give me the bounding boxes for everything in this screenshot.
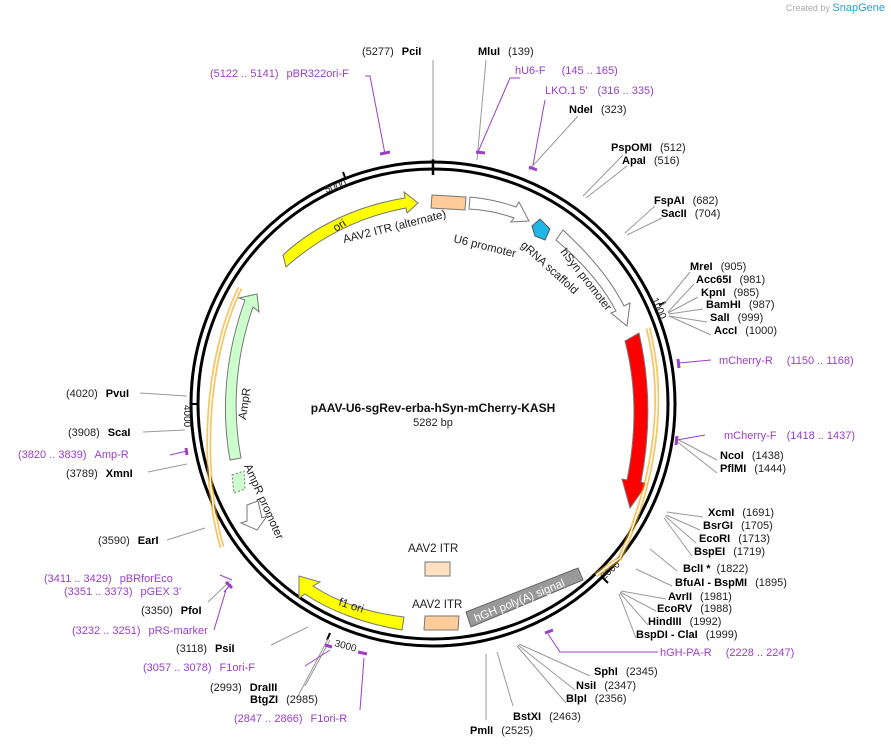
feature-u6-promoter[interactable] bbox=[468, 196, 530, 223]
feature-u6-promoter-label: U6 promoter bbox=[452, 233, 517, 260]
mcherry-kash-arc bbox=[594, 327, 660, 578]
feature-mcherry-label: mCherry bbox=[619, 384, 631, 428]
site-bspei[interactable]: BspEI(1719) bbox=[694, 546, 765, 558]
site-nsii[interactable]: NsiI(2347) bbox=[576, 680, 636, 692]
site-scai[interactable]: (3908)ScaI bbox=[68, 427, 130, 439]
mcherry-kash-arc-inner bbox=[595, 327, 658, 576]
ampr-outline-arc-inner bbox=[208, 287, 241, 548]
site-bspdi-clai[interactable]: BspDI - ClaI(1999) bbox=[636, 629, 738, 641]
site-xcmi[interactable]: XcmI(1691) bbox=[708, 507, 774, 519]
site-draiii[interactable]: (2993)DraIII bbox=[210, 682, 277, 694]
site-btgzi[interactable]: BtgZI(2985) bbox=[250, 694, 318, 706]
tick-label-5000: 5000 bbox=[324, 178, 349, 195]
feature-ampr-promoter[interactable] bbox=[239, 500, 269, 531]
primer-hgh-pa-r[interactable]: hGH-PA-R(2228 .. 2247) bbox=[660, 647, 794, 659]
site-acc65i[interactable]: Acc65I(981) bbox=[696, 274, 765, 286]
feature-f1-ori[interactable] bbox=[298, 575, 405, 631]
site-leaders bbox=[139, 59, 718, 720]
primer-pbrforeco[interactable]: (3411 .. 3429)pBRforEco bbox=[44, 573, 173, 585]
site-bfuai-bspmi[interactable]: BfuAI - BspMI(1895) bbox=[675, 577, 787, 589]
feature-aav2-itr-alternate[interactable] bbox=[430, 194, 467, 211]
primer-amp-r[interactable]: (3820 .. 3839)Amp-R bbox=[18, 449, 129, 461]
site-avrii[interactable]: AvrII(1981) bbox=[668, 591, 732, 603]
site-pflmi[interactable]: PflMI(1444) bbox=[720, 463, 786, 475]
primer-f1ori-r[interactable]: (2847 .. 2866)F1ori-R bbox=[234, 713, 347, 725]
feature-ori-label: ori bbox=[331, 218, 348, 235]
site-pvui[interactable]: (4020)PvuI bbox=[66, 388, 129, 400]
plasmid-length: 5282 bp bbox=[413, 417, 453, 429]
feature-hgh-polya-label: hGH poly(A) signal bbox=[473, 577, 567, 624]
site-pmli[interactable]: PmlI(2525) bbox=[470, 725, 533, 737]
snapgene-credit: Created by SnapGene bbox=[786, 2, 885, 14]
site-sphi[interactable]: SphI(2345) bbox=[594, 666, 658, 678]
feature-ampr[interactable] bbox=[224, 293, 260, 461]
primer-pbr322ori-f[interactable]: (5122 .. 5141)pBR322ori-F bbox=[210, 68, 349, 80]
site-sacii[interactable]: SacII(704) bbox=[661, 208, 720, 220]
primer-mcherry-r[interactable]: mCherry-R(1150 .. 1168) bbox=[719, 355, 854, 367]
primer-prs-marker[interactable]: (3232 .. 3251)pRS-marker bbox=[72, 625, 208, 637]
feature-grna-scaffold[interactable] bbox=[531, 218, 551, 241]
tick-3000 bbox=[326, 632, 331, 641]
site-pcii[interactable]: (5277)PciI bbox=[362, 46, 421, 58]
feature-aav2-itr-3[interactable] bbox=[423, 615, 460, 631]
site-ndei[interactable]: NdeI(323) bbox=[569, 104, 627, 116]
primer-labels: (5122 .. 5141)pBR322ori-F hU6-F(145 .. 1… bbox=[18, 65, 855, 725]
site-eari[interactable]: (3590)EarI bbox=[98, 535, 159, 547]
primer-leaders bbox=[169, 75, 712, 711]
site-labels: (5277)PciI MluI(139) NdeI(323) PspOMI(51… bbox=[66, 46, 787, 737]
plasmid-title: pAAV-U6-sgRev-erba-hSyn-mCherry-KASH bbox=[311, 401, 556, 415]
site-psii[interactable]: (3118)PsiI bbox=[176, 643, 235, 655]
tick-label-4000: 4000 bbox=[181, 405, 192, 428]
site-blpi[interactable]: BlpI(2356) bbox=[566, 693, 627, 705]
feature-ori[interactable] bbox=[282, 190, 419, 268]
credit-prefix: Created by bbox=[785, 3, 830, 13]
site-ncoi[interactable]: NcoI(1438) bbox=[720, 450, 784, 462]
primer-lko1-5[interactable]: LKO.1 5'(316 .. 335) bbox=[545, 85, 654, 97]
feature-hsyn-promoter[interactable] bbox=[555, 229, 631, 327]
snapgene-logo: SnapGene bbox=[832, 2, 885, 14]
feature-aav2-itr-inner[interactable] bbox=[424, 561, 451, 577]
site-pspomi[interactable]: PspOMI(512) bbox=[611, 142, 686, 154]
site-bsrgi[interactable]: BsrGI(1705) bbox=[703, 520, 773, 532]
site-pfoi[interactable]: (3350)PfoI bbox=[141, 605, 202, 617]
site-mrei[interactable]: MreI(905) bbox=[690, 261, 746, 273]
primer-f1ori-f[interactable]: (3057 .. 3078)F1ori-F bbox=[143, 662, 255, 674]
site-kpni[interactable]: KpnI(985) bbox=[701, 287, 759, 299]
site-ecori[interactable]: EcoRI(1713) bbox=[699, 533, 770, 545]
primer-mcherry-f[interactable]: mCherry-F(1418 .. 1437) bbox=[724, 430, 855, 442]
site-bstxi[interactable]: BstXI(2463) bbox=[513, 711, 581, 723]
feature-ampr-tail bbox=[231, 470, 246, 494]
site-ecorv[interactable]: EcoRV(1988) bbox=[657, 603, 732, 615]
primer-hu6-f[interactable]: hU6-F(145 .. 165) bbox=[515, 65, 618, 77]
feature-ampr-promoter-label: AmpR promoter bbox=[241, 462, 285, 541]
feature-aav2-itr-inner-label: AAV2 ITR bbox=[408, 543, 458, 555]
site-xmni[interactable]: (3789)XmnI bbox=[66, 468, 133, 480]
feature-aav2-itr-3-label: AAV2 ITR bbox=[412, 599, 462, 611]
tick-label-3000: 3000 bbox=[333, 638, 358, 654]
primer-pgex-3[interactable]: (3351 .. 3373)pGEX 3' bbox=[64, 586, 181, 598]
site-hindiii[interactable]: HindIII(1992) bbox=[648, 616, 721, 628]
feature-hgh-polya[interactable] bbox=[465, 567, 584, 628]
site-bcli[interactable]: BclI *(1822) bbox=[683, 563, 748, 575]
primer-marks bbox=[184, 150, 681, 656]
site-bamhi[interactable]: BamHI(987) bbox=[706, 299, 775, 311]
site-acci[interactable]: AccI(1000) bbox=[714, 325, 777, 337]
site-fspai[interactable]: FspAI(682) bbox=[654, 195, 718, 207]
site-mlui[interactable]: MluI(139) bbox=[478, 46, 534, 58]
tick-2000 bbox=[601, 576, 609, 584]
site-apai[interactable]: ApaI(516) bbox=[622, 155, 680, 167]
tick-5000 bbox=[342, 171, 347, 181]
feature-ampr-label: AmpR bbox=[237, 387, 253, 420]
site-sali[interactable]: SalI(999) bbox=[710, 312, 763, 324]
